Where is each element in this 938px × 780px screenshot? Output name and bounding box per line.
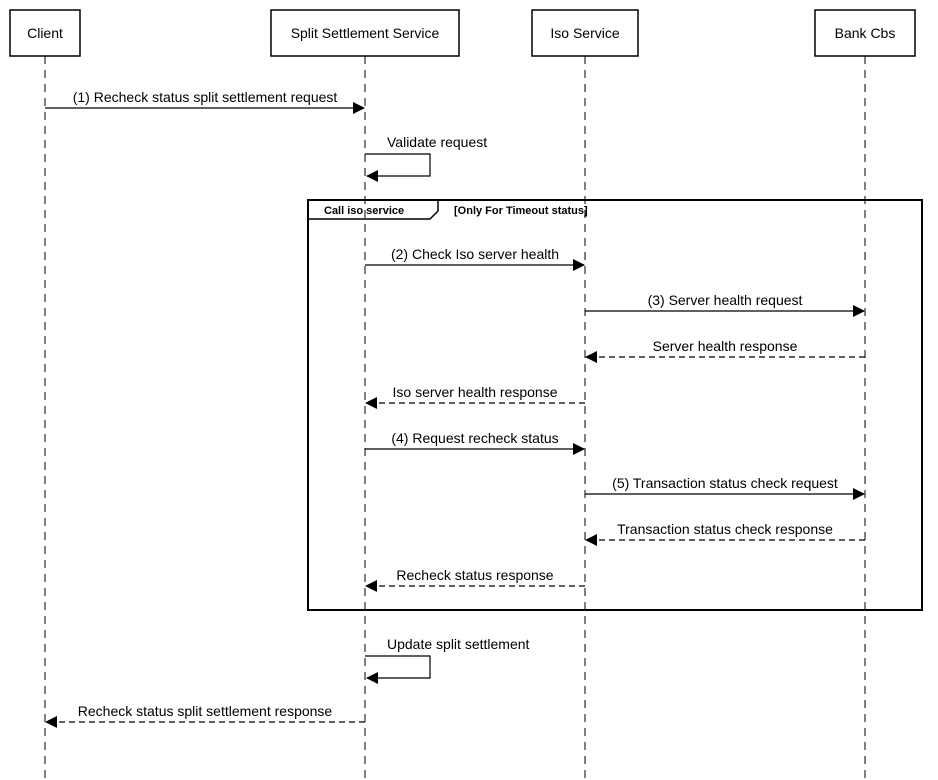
participant-sss: Split Settlement Service (270, 9, 460, 57)
message-label: Validate request (387, 134, 487, 150)
participant-box (814, 9, 916, 57)
message-8: (5) Transaction status check request (585, 475, 865, 500)
participant-bank: Bank Cbs (814, 9, 916, 57)
opt-frame: Call iso service [Only For Timeout status… (307, 199, 923, 611)
message-label: Iso server health response (393, 384, 558, 400)
participant-box (9, 9, 81, 57)
message-label: (4) Request recheck status (391, 430, 558, 446)
participant-iso: Iso Service (531, 9, 639, 57)
message-11: Update split settlement (365, 636, 530, 684)
message-label: (3) Server health request (648, 292, 803, 308)
message-label: Server health response (653, 338, 798, 354)
message-6: Iso server health response (365, 384, 585, 409)
message-5: Server health response (585, 338, 865, 363)
frame-border (307, 199, 923, 611)
message-7: (4) Request recheck status (365, 430, 585, 455)
participant-label: Split Settlement Service (291, 25, 440, 41)
message-label: Transaction status check response (617, 521, 833, 537)
message-label: (5) Transaction status check request (612, 475, 838, 491)
message-9: Transaction status check response (585, 521, 865, 546)
message-12: Recheck status split settlement response (45, 703, 365, 728)
message-4: (3) Server health request (585, 292, 865, 317)
participant-box (531, 9, 639, 57)
message-label: Update split settlement (387, 636, 530, 652)
participant-label: Client (27, 25, 63, 41)
participant-label: Iso Service (550, 25, 619, 41)
message-label: (1) Recheck status split settlement requ… (73, 89, 338, 105)
self-message-arrow (365, 153, 431, 182)
message-3: (2) Check Iso server health (365, 246, 585, 271)
message-2: Validate request (365, 134, 487, 182)
self-message-arrow (365, 655, 431, 684)
participant-label: Bank Cbs (835, 25, 896, 41)
message-1: (1) Recheck status split settlement requ… (45, 89, 365, 114)
participant-box (270, 9, 460, 57)
frame-tab (308, 200, 439, 220)
frame-title: Call iso service (324, 205, 404, 217)
message-label: Recheck status split settlement response (78, 703, 333, 719)
frame-condition: [Only For Timeout status] (454, 205, 588, 217)
message-10: Recheck status response (365, 567, 585, 592)
message-label: Recheck status response (396, 567, 553, 583)
participant-client: Client (9, 9, 81, 57)
message-label: (2) Check Iso server health (391, 246, 559, 262)
